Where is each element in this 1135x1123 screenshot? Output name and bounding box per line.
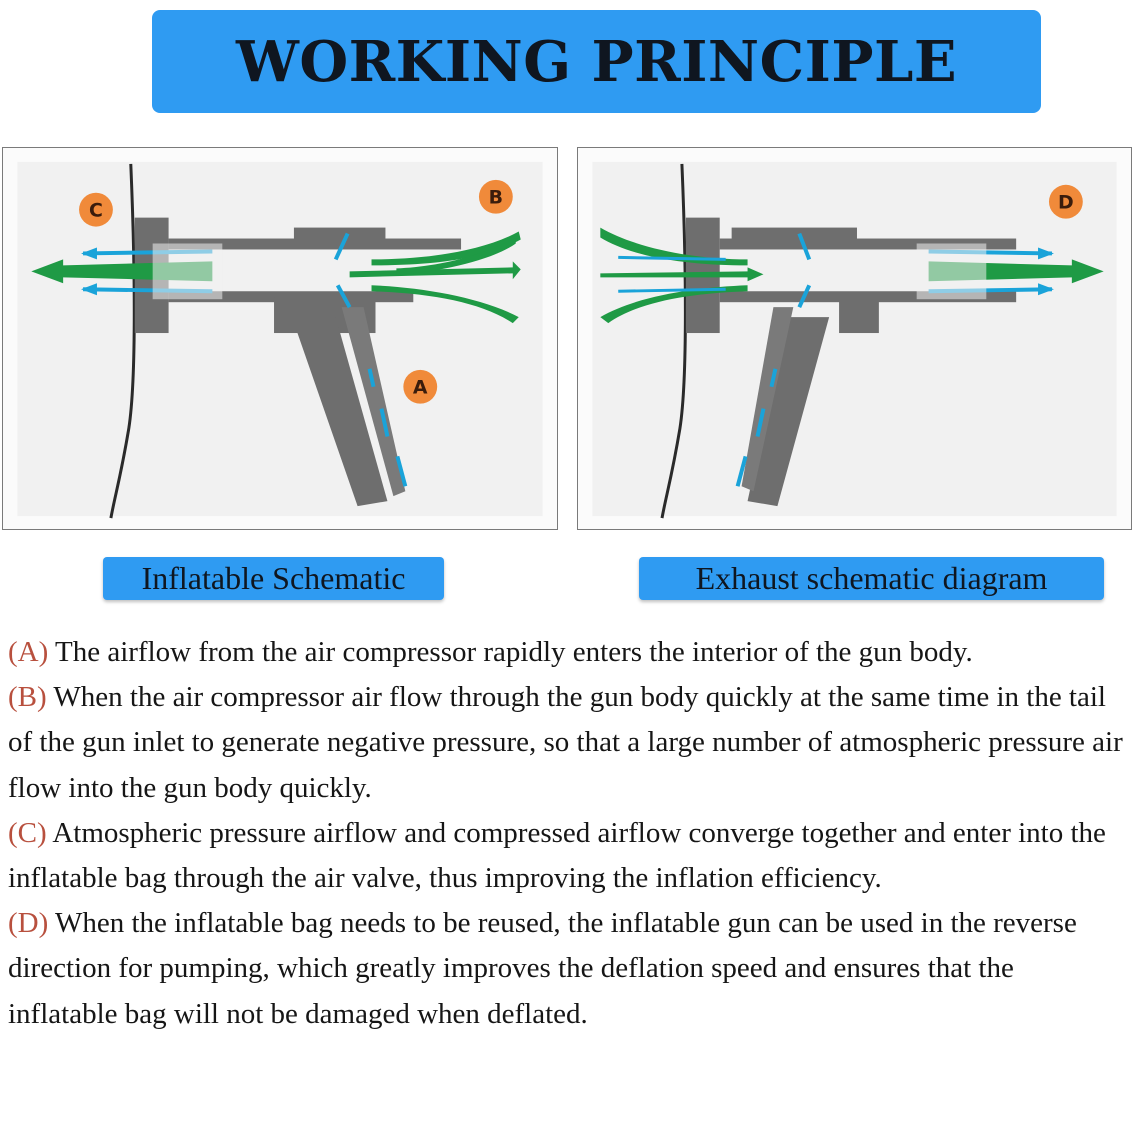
description-text: Atmospheric pressure airflow and compres… (8, 816, 1106, 895)
description-tag: (C) (8, 816, 47, 849)
description-a: (A) The airflow from the air compressor … (8, 630, 1128, 675)
gun-handle (747, 317, 830, 507)
gun-air-channel (741, 307, 794, 492)
exhaust-airflow (916, 243, 1104, 300)
intake-airflow (349, 231, 521, 324)
title-banner: WORKING PRINCIPLE (152, 10, 1041, 113)
valve-flap-top (797, 232, 812, 261)
description-tag: (A) (8, 636, 49, 668)
exhaust-caption: Exhaust schematic diagram (639, 557, 1104, 600)
description-d: (D) When the inflatable bag needs to be … (8, 901, 1128, 1037)
marker-a: A (403, 369, 438, 404)
svg-text:B: B (489, 187, 503, 209)
inflate-caption-label: Inflatable Schematic (141, 560, 406, 596)
gun-barrel (719, 227, 1017, 334)
page-title: WORKING PRINCIPLE (235, 28, 958, 95)
svg-text:A: A (413, 377, 428, 399)
marker-b: B (478, 179, 513, 214)
gun-handle (291, 317, 388, 507)
svg-text:D: D (1058, 192, 1074, 214)
description-c: (C) Atmospheric pressure airflow and com… (8, 811, 1128, 901)
bag-wall (660, 163, 687, 519)
svg-text:C: C (89, 200, 103, 222)
gun-air-channel (341, 307, 406, 497)
compressed-airflow (367, 368, 408, 487)
bag-wall (109, 163, 136, 519)
description-b: (B) When the air compressor air flow thr… (8, 675, 1128, 811)
marker-c: C (79, 192, 113, 227)
description-text: The airflow from the air compressor rapi… (48, 636, 973, 668)
exhaust-diagram-panel: D (577, 147, 1132, 530)
inflate-caption: Inflatable Schematic (103, 557, 444, 600)
diagram-background (592, 161, 1117, 517)
valve-flap-bottom (335, 284, 352, 309)
suction-airflow-blue (618, 255, 726, 293)
description-text: When the air compressor air flow through… (8, 681, 1123, 804)
description-tag: (B) (8, 681, 47, 714)
description-list: (A) The airflow from the air compressor … (8, 630, 1128, 1037)
compressed-airflow (735, 368, 778, 487)
output-airflow (31, 243, 223, 300)
description-text: When the inflatable bag needs to be reus… (8, 907, 1077, 1030)
valve-flap-top (333, 232, 350, 261)
exhaust-caption-label: Exhaust schematic diagram (695, 560, 1048, 596)
description-tag: (D) (8, 907, 49, 940)
inflate-diagram: C B A (17, 161, 543, 519)
marker-d: D (1048, 184, 1083, 219)
inflate-diagram-panel: C B A (2, 147, 558, 530)
valve-flap-bottom (797, 284, 812, 308)
exhaust-diagram: D (592, 161, 1117, 519)
